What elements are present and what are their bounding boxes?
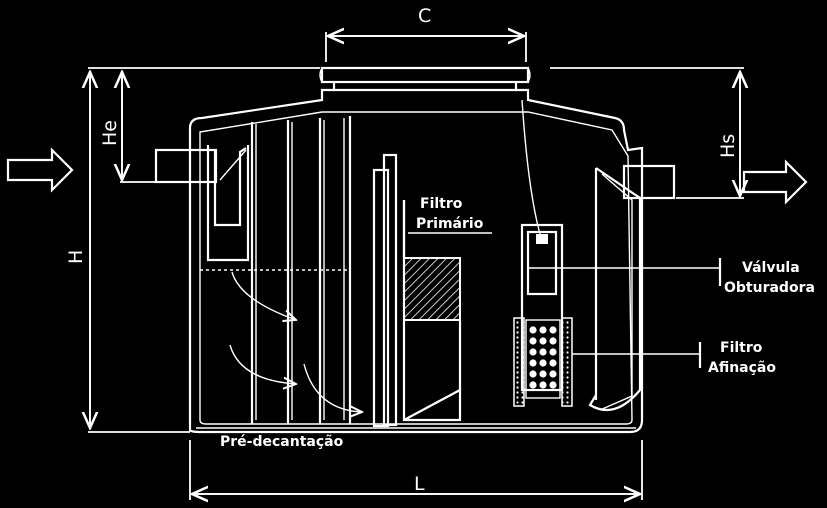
dim-l-label: L (414, 473, 425, 495)
dim-he-label: He (99, 120, 121, 146)
filtro-afinacao-label-2: Afinação (708, 360, 776, 376)
dim-h-label: H (65, 250, 87, 264)
inlet-pipe (154, 145, 250, 262)
baffles (200, 116, 352, 424)
tank-body (188, 88, 644, 434)
filtro-afinacao-label-1: Filtro (720, 340, 763, 356)
dim-hs-label: Hs (717, 134, 739, 158)
dim-c-label: C (418, 5, 431, 27)
pre-decantacao-label: Pré-decantação (220, 434, 344, 450)
valvula-label-2: Obturadora (724, 280, 815, 296)
fine-filter (513, 317, 702, 407)
primary-filter (372, 153, 492, 428)
valve-column (520, 99, 722, 392)
flow-arrows (229, 271, 362, 412)
outlet-pipe (588, 164, 676, 412)
valvula-label-1: Válvula (742, 260, 800, 276)
manhole-cover (319, 66, 531, 90)
outlet-arrow (742, 159, 808, 205)
filtro-primario-label-2: Primário (416, 216, 484, 232)
dimension-lines (88, 1, 744, 500)
filtro-primario-label-1: Filtro (420, 196, 463, 212)
inlet-arrow (6, 147, 74, 193)
